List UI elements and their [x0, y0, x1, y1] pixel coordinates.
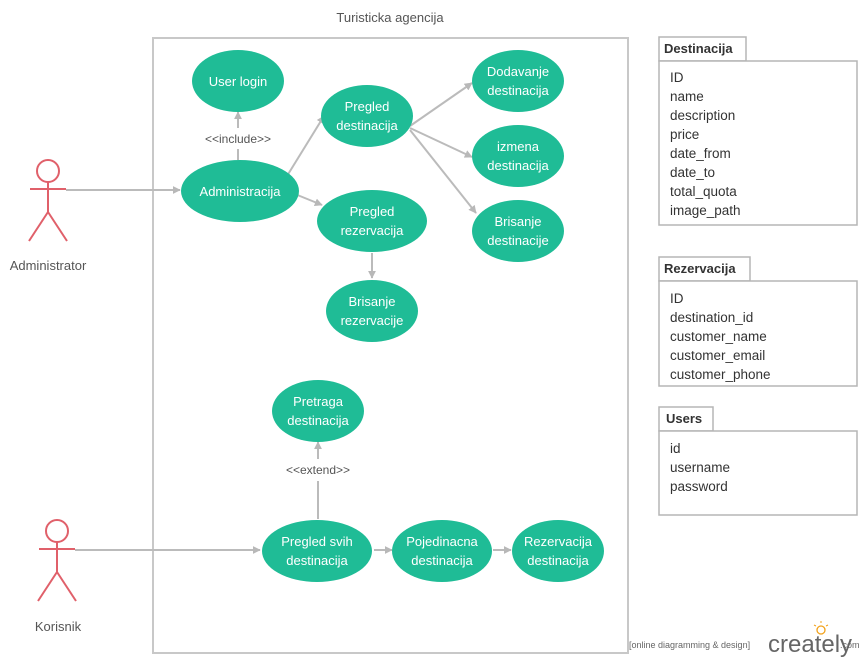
- entity-field: id: [670, 441, 681, 456]
- use-case-brisanje-destinacije[interactable]: Brisanje destinacije: [472, 200, 564, 262]
- uc-line: Rezervacija: [524, 534, 593, 549]
- svg-text:Pregled svih: Pregled svih: [281, 534, 353, 549]
- uc-line: Administracija: [200, 184, 282, 199]
- entity-rezervacija[interactable]: Rezervacija ID destination_id customer_n…: [658, 256, 858, 387]
- actor-administrator[interactable]: [28, 159, 68, 242]
- extend-label: <<extend>>: [286, 463, 350, 477]
- svg-text:rezervacije: rezervacije: [341, 313, 404, 328]
- svg-text:destinacija: destinacija: [527, 553, 589, 568]
- svg-text:Dodavanje: Dodavanje: [487, 64, 549, 79]
- entity-field: customer_email: [670, 348, 765, 363]
- entity-field: date_from: [670, 146, 731, 161]
- footer-tagline: [online diagramming & design]: [629, 640, 750, 650]
- svg-text:destinacija: destinacija: [411, 553, 473, 568]
- use-case-rezervacija-destinacija[interactable]: Rezervacija destinacija: [512, 520, 604, 582]
- svg-text:Pretraga: Pretraga: [293, 394, 344, 409]
- uc-line: User login: [209, 74, 268, 89]
- use-case-administracija[interactable]: Administracija: [181, 160, 299, 222]
- uc-line: izmena: [497, 139, 540, 154]
- uc-line: destinacije: [487, 233, 548, 248]
- entity-field: username: [670, 460, 730, 475]
- system-boundary: [152, 37, 629, 654]
- uc-line: Dodavanje: [487, 64, 549, 79]
- entity-field: image_path: [670, 203, 741, 218]
- svg-text:destinacija: destinacija: [336, 118, 398, 133]
- assoc-destinacija-brisanje: [409, 129, 477, 214]
- uc-line: destinacija: [487, 83, 549, 98]
- entity-users[interactable]: Users id username password: [658, 406, 858, 516]
- creately-logo-suffix: .com: [840, 640, 860, 650]
- svg-text:Brisanje: Brisanje: [349, 294, 396, 309]
- entity-field: price: [670, 127, 699, 142]
- svg-text:rezervacija: rezervacija: [341, 223, 405, 238]
- svg-text:Brisanje: Brisanje: [495, 214, 542, 229]
- assoc-destinacija-dodavanje: [409, 82, 473, 127]
- uc-line: destinacija: [286, 553, 348, 568]
- uc-line: Pretraga: [293, 394, 344, 409]
- entity-destinacija[interactable]: Destinacija ID name description price da…: [658, 36, 858, 226]
- entity-field: description: [670, 108, 735, 123]
- entity-field: customer_phone: [670, 367, 771, 382]
- svg-text:izmena: izmena: [497, 139, 540, 154]
- actor-korisnik[interactable]: [37, 519, 77, 602]
- use-case-dodavanje-destinacija[interactable]: Dodavanje destinacija: [472, 50, 564, 112]
- uc-line: Pojedinacna: [406, 534, 478, 549]
- actor-korisnik-label: Korisnik: [35, 619, 82, 634]
- uc-line: destinacija: [411, 553, 473, 568]
- svg-text:Pregled: Pregled: [350, 204, 395, 219]
- assoc-destinacija-izmena: [409, 127, 473, 158]
- entity-field: name: [670, 89, 704, 104]
- entity-field: customer_name: [670, 329, 767, 344]
- uc-line: Pregled: [350, 204, 395, 219]
- entity-title: Users: [666, 411, 702, 426]
- entity-field: destination_id: [670, 310, 753, 325]
- actor-administrator-label: Administrator: [10, 258, 87, 273]
- uc-line: rezervacija: [341, 223, 405, 238]
- uc-line: destinacija: [287, 413, 349, 428]
- entity-title: Destinacija: [664, 41, 733, 56]
- entity-field: total_quota: [670, 184, 737, 199]
- entity-field: ID: [670, 70, 684, 85]
- uc-line: Brisanje: [349, 294, 396, 309]
- svg-text:Pregled: Pregled: [345, 99, 390, 114]
- uc-line: destinacija: [527, 553, 589, 568]
- include-label: <<include>>: [205, 132, 271, 146]
- lightbulb-icon: [813, 621, 829, 635]
- use-case-pojedinacna-destinacija[interactable]: Pojedinacna destinacija: [392, 520, 492, 582]
- svg-text:destinacija: destinacija: [286, 553, 348, 568]
- use-case-pregled-rezervacija[interactable]: Pregled rezervacija: [317, 190, 427, 252]
- uc-line: destinacija: [336, 118, 398, 133]
- svg-text:Rezervacija: Rezervacija: [524, 534, 593, 549]
- entity-field: ID: [670, 291, 684, 306]
- use-case-izmena-destinacija[interactable]: izmena destinacija: [472, 125, 564, 187]
- uc-line: Pregled: [345, 99, 390, 114]
- entity-title: Rezervacija: [664, 261, 736, 276]
- creately-logo: creately .com: [768, 621, 860, 658]
- svg-text:destinacija: destinacija: [287, 413, 349, 428]
- uc-line: rezervacije: [341, 313, 404, 328]
- use-case-brisanje-rezervacije[interactable]: Brisanje rezervacije: [326, 280, 418, 342]
- uc-line: Pregled svih: [281, 534, 353, 549]
- system-title: Turisticka agencija: [336, 10, 444, 25]
- use-case-pretraga-destinacija[interactable]: Pretraga destinacija: [272, 380, 364, 442]
- svg-text:Pojedinacna: Pojedinacna: [406, 534, 478, 549]
- uc-line: Brisanje: [495, 214, 542, 229]
- svg-text:User login: User login: [209, 74, 268, 89]
- entity-field: date_to: [670, 165, 715, 180]
- uc-line: destinacija: [487, 158, 549, 173]
- svg-text:destinacija: destinacija: [487, 83, 549, 98]
- assoc-admin-pregled-destinacija: [286, 115, 325, 177]
- svg-text:Administracija: Administracija: [200, 184, 282, 199]
- entity-field: password: [670, 479, 728, 494]
- svg-text:destinacije: destinacije: [487, 233, 548, 248]
- creately-logo-text: creately: [768, 631, 852, 658]
- use-case-pregled-destinacija[interactable]: Pregled destinacija: [321, 85, 413, 147]
- use-case-pregled-svih-destinacija[interactable]: Pregled svih destinacija: [262, 520, 372, 582]
- svg-text:destinacija: destinacija: [487, 158, 549, 173]
- use-case-user-login[interactable]: User login: [192, 50, 284, 112]
